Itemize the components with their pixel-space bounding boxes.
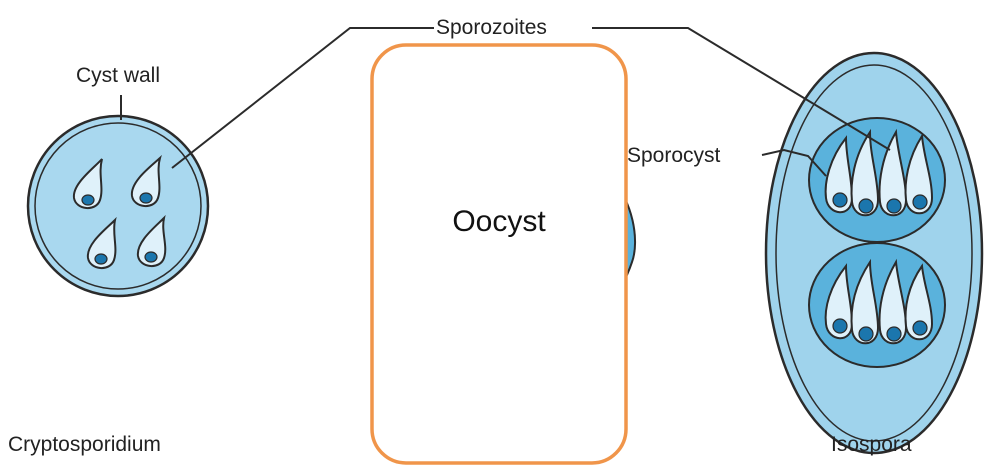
sporozoites-label: Sporozoites: [436, 16, 547, 39]
cryptosporidium-oocyst: [26, 114, 210, 298]
cryptosporidium-label: Cryptosporidium: [8, 433, 161, 456]
cryptosporidium-cyst-wall: [26, 114, 210, 298]
sporozoites-leader-left: [171, 27, 434, 169]
isospora-oocyst: [764, 51, 984, 455]
cryptosporidium-inner-wall: [34, 122, 202, 290]
isospora-sporozoite: [878, 128, 908, 217]
isospora-sporocyst-lower: [808, 242, 946, 368]
isospora-sporocyst-upper: [808, 117, 946, 243]
isospora-sporozoite: [850, 258, 880, 345]
crypto-sporozoite: [136, 214, 167, 267]
isospora-label: Isospora: [831, 433, 912, 456]
isospora-sporozoite: [904, 132, 934, 215]
crypto-sporozoite: [72, 158, 103, 209]
sporocyst-label: Sporocyst: [627, 144, 721, 167]
cyst-wall-label: Cyst wall: [76, 64, 160, 87]
isospora-sporozoite: [850, 128, 880, 217]
isospora-sporozoite: [824, 135, 854, 214]
sporocyst-leader: [761, 148, 827, 177]
isospora-sporozoite: [824, 263, 854, 340]
crypto-sporozoite: [86, 216, 117, 269]
sporozoites-leader-right: [592, 27, 891, 151]
oocyst-label-box: [370, 43, 628, 465]
isospora-sporozoite: [878, 258, 908, 345]
oocyst-label: Oocyst: [452, 205, 546, 238]
isospora-inner-wall: [775, 64, 973, 442]
crypto-sporozoite: [130, 154, 162, 207]
isospora-sporozoite: [904, 263, 934, 341]
